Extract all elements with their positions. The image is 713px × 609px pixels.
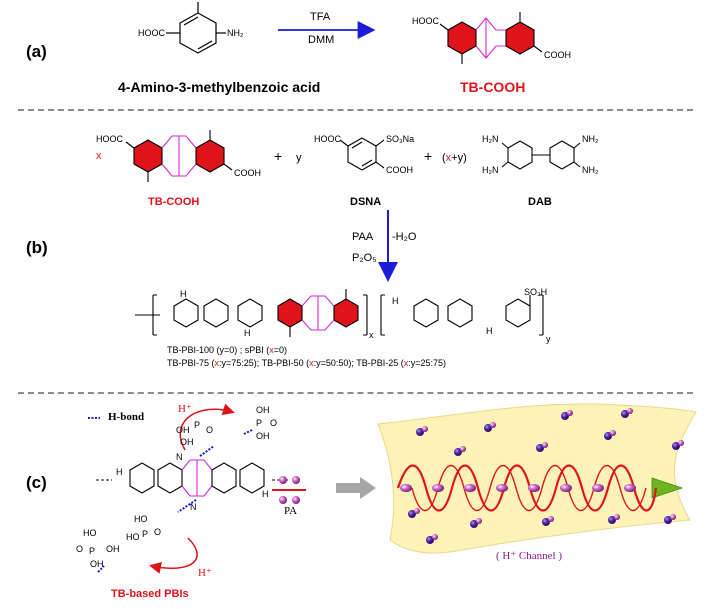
dab-nh2-top-left: H₂N — [482, 134, 499, 144]
pa-molecule-icon — [272, 476, 306, 504]
reactant-name: 4-Amino-3-methylbenzoic acid — [118, 79, 321, 95]
pa-bottom-right-oh2: HO — [126, 532, 140, 542]
coef-y: y — [296, 152, 302, 164]
polymer-nh-1: H — [180, 289, 187, 299]
reactant-cooh-label: HOOC — [138, 28, 165, 38]
condition-paa: PAA — [352, 231, 374, 243]
dab-name: DAB — [528, 196, 552, 208]
product-name: TB-COOH — [460, 79, 526, 95]
dab-nh2-bottom-left: H₂N — [482, 165, 499, 175]
legend-line1-a: TB-PBI-100 (y=0) ; sPBI ( — [167, 345, 270, 355]
legend-line2-segment: :y=25:75) — [408, 358, 447, 368]
dab-nh2-top-right: NH₂ — [582, 134, 599, 144]
tb-cooh-monomer-structure — [125, 130, 233, 182]
dab-structure — [501, 140, 581, 170]
tb-monomer-name: TB-COOH — [148, 196, 200, 208]
section-divider-ab — [18, 109, 693, 111]
proton-label-top: H⁺ — [178, 403, 192, 415]
tb-pbi-nh-right: H — [262, 489, 269, 499]
panel-a-label: (a) — [26, 42, 47, 61]
pa-bottom-right-o: O — [154, 527, 162, 537]
panel-b-label: (b) — [26, 238, 48, 257]
tb-cooh-product-structure — [439, 12, 543, 64]
tb-pbi-nh-left: H — [116, 467, 123, 477]
coef-xy-open: ( — [442, 152, 446, 164]
dsna-so3na: SO₃Na — [386, 134, 415, 144]
coef-xy: (x+y) — [442, 152, 467, 164]
legend-line2-segment: :y=75:25); TB-PBI-50 ( — [219, 358, 310, 368]
condition-h2o: -H₂O — [392, 231, 417, 243]
pa-bottom-right-p: P — [142, 529, 149, 539]
pa-top-right-o: O — [270, 418, 278, 428]
pa-top-right-p: P — [256, 418, 263, 428]
tb-pbi-repeat-structure — [96, 459, 288, 497]
polymer-nh-3: H — [392, 296, 399, 306]
proton-hop-arrows — [149, 403, 235, 574]
legend-line1-x: x — [269, 345, 274, 355]
tb-based-pbis-label: TB-based PBIs — [111, 588, 189, 600]
pa-top-left-oh2: OH — [180, 437, 194, 447]
plus-sign-2: + — [424, 148, 433, 164]
polymer-legend-line1: TB-PBI-100 (y=0) ; sPBI (x=0) — [167, 345, 287, 355]
hbond-legend-label: H-bond — [108, 411, 145, 423]
pa-bottom-left-o: O — [76, 544, 84, 554]
section-divider-bc — [18, 392, 693, 394]
legend-line2-segment: TB-PBI-75 ( — [167, 358, 215, 368]
pa-top-right-oh2: OH — [256, 431, 270, 441]
pa-top-right-oh1: OH — [256, 405, 270, 415]
pa-top-left-oh1: OH — [176, 425, 190, 435]
proton-label-bottom: H⁺ — [198, 567, 212, 579]
pa-bottom-left-oh2: OH — [106, 544, 120, 554]
polymer-nh-4: H — [486, 326, 493, 336]
coef-xy-x: x — [445, 152, 452, 164]
tb-monomer-cooh-right: COOH — [234, 168, 261, 178]
reagent-dmm: DMM — [308, 34, 335, 46]
polymer-so3h: SO₃H — [524, 287, 548, 297]
proton-channel-illustration — [377, 403, 697, 554]
dsna-structure — [339, 137, 385, 171]
pa-bottom-left-p: P — [89, 546, 96, 556]
pa-bottom-left-oh1: HO — [83, 528, 97, 538]
product-cooh-left: HOOC — [412, 16, 439, 26]
coef-x: x — [96, 150, 102, 162]
dsna-name: DSNA — [350, 196, 382, 208]
polymer-subscript-x: x — [369, 330, 374, 340]
dab-nh2-bottom-right: NH₂ — [582, 165, 599, 175]
plus-sign-1: + — [274, 148, 283, 164]
polymer-nh-2: H — [244, 328, 251, 338]
pa-top-left-p: P — [194, 420, 201, 430]
condition-p2o5: P₂O₅ — [352, 252, 377, 264]
dsna-cooh-top: HOOC — [314, 134, 341, 144]
tb-monomer-cooh-left: HOOC — [96, 134, 123, 144]
panel-c-label: (c) — [26, 473, 47, 492]
coef-xy-rest: +y) — [451, 152, 467, 164]
tb-pbi-n-bottom: N — [190, 502, 197, 512]
pa-bottom-left-oh3: OH — [90, 559, 104, 569]
pa-bottom-right-oh1: HO — [134, 514, 148, 524]
legend-line2-segment: x — [309, 358, 314, 368]
tb-pbi-n-top: N — [176, 452, 183, 462]
reactant-structure — [166, 2, 226, 54]
hbond-dashes — [97, 429, 253, 573]
dsna-cooh-bottom: COOH — [386, 165, 413, 175]
polymer-subscript-y: y — [546, 334, 551, 344]
polymer-legend-line2: TB-PBI-75 (x:y=75:25); TB-PBI-50 (x:y=50… — [167, 358, 446, 368]
transition-arrow — [336, 477, 376, 499]
channel-protons — [400, 484, 636, 492]
free-pa-molecules — [408, 408, 684, 544]
product-cooh-right: COOH — [544, 50, 571, 60]
proton-channel-label: ( H⁺ Channel ) — [496, 550, 562, 562]
reagent-tfa: TFA — [310, 11, 331, 23]
pa-top-left-o: O — [206, 425, 214, 435]
legend-line1-b: =0) — [273, 345, 288, 355]
pa-label: PA — [284, 505, 298, 517]
polymer-structure — [135, 289, 544, 337]
reactant-nh2-label: NH₂ — [227, 28, 244, 38]
legend-line2-segment: x — [403, 358, 409, 368]
legend-line2-segment: x — [214, 358, 220, 368]
legend-line2-segment: :y=50:50); TB-PBI-25 ( — [313, 358, 404, 368]
